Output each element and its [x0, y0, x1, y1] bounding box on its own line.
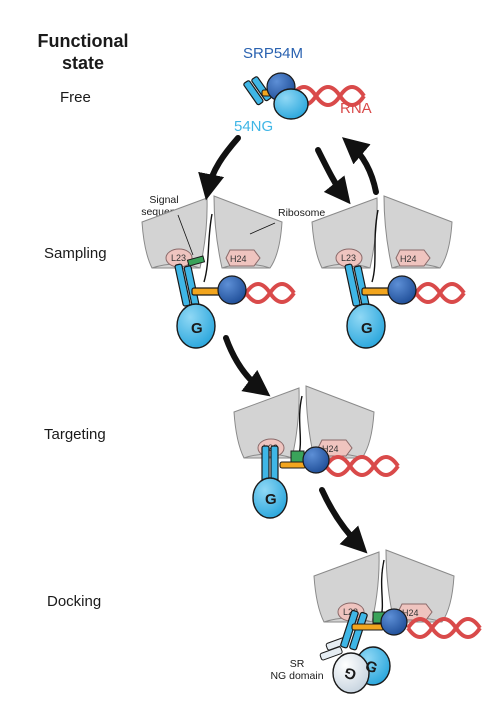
- sampling-ribosome-right: L23 H24: [311, 195, 453, 269]
- docking-ribosome: L23 H24: [313, 549, 455, 623]
- sampling-complex-left: G: [174, 263, 296, 349]
- l23-tag: L23: [171, 253, 186, 263]
- ng-domain: [273, 88, 309, 120]
- h24-tag: H24: [400, 254, 417, 264]
- l23-tag: L23: [341, 253, 356, 263]
- sr-ng-domain: [332, 652, 370, 694]
- ng-helix: [243, 80, 264, 106]
- nascent-chain: [203, 213, 213, 283]
- arrow-free-to-sampling-right: [315, 147, 351, 205]
- l23-tag: L23: [343, 607, 358, 617]
- ng54-label: 54NG: [234, 118, 274, 135]
- state-docking: Docking: [47, 593, 102, 610]
- g-letter: G: [363, 657, 380, 677]
- sr-line-2: NG domain: [270, 670, 324, 682]
- arrow-targeting-to-docking: [319, 487, 368, 554]
- arrow-sampling-to-free: [341, 137, 379, 195]
- srp54m-label: SRP54M: [243, 45, 304, 62]
- targeting-ribosome: L23 H24: [233, 385, 375, 459]
- g-letter-sr: G: [342, 663, 359, 683]
- state-targeting: Targeting: [44, 426, 106, 443]
- g-letter: G: [265, 491, 277, 508]
- h24-tag: H24: [322, 444, 339, 454]
- nascent-chain: [379, 559, 385, 621]
- column-heading: Functional state: [28, 30, 138, 74]
- signal-sequence: [290, 450, 305, 463]
- h24-tag: H24: [230, 254, 247, 264]
- sampling-ribosome-left: L23 H24: [141, 195, 283, 269]
- g-letter: G: [191, 320, 203, 337]
- h24-tag: H24: [402, 608, 419, 618]
- docking-complex: G G: [319, 608, 482, 694]
- g-letter: G: [361, 320, 373, 337]
- arrow-sampling-to-targeting: [223, 335, 271, 397]
- signal-pointer: [177, 214, 194, 256]
- sr-line-1: SR: [289, 658, 305, 670]
- sr-helix: [319, 646, 343, 661]
- heading-line-1: Functional: [37, 31, 129, 51]
- sr-ng-domain-label: SR NG domain: [264, 658, 330, 682]
- arrow-free-to-sampling: [198, 135, 241, 201]
- targeting-complex: G: [252, 445, 400, 519]
- state-sampling: Sampling: [44, 245, 107, 262]
- free-state-complex: [243, 72, 366, 120]
- transition-arrows: [198, 135, 379, 554]
- nascent-chain: [371, 209, 379, 283]
- signal-sequence: [186, 255, 206, 267]
- ribosome-label: Ribosome: [278, 207, 326, 219]
- signal-line-1: Signal: [149, 194, 179, 206]
- heading-line-2: state: [61, 53, 105, 73]
- sampling-complex-right: G: [344, 263, 466, 349]
- ribosome-pointer: [249, 222, 276, 235]
- state-free: Free: [60, 89, 91, 106]
